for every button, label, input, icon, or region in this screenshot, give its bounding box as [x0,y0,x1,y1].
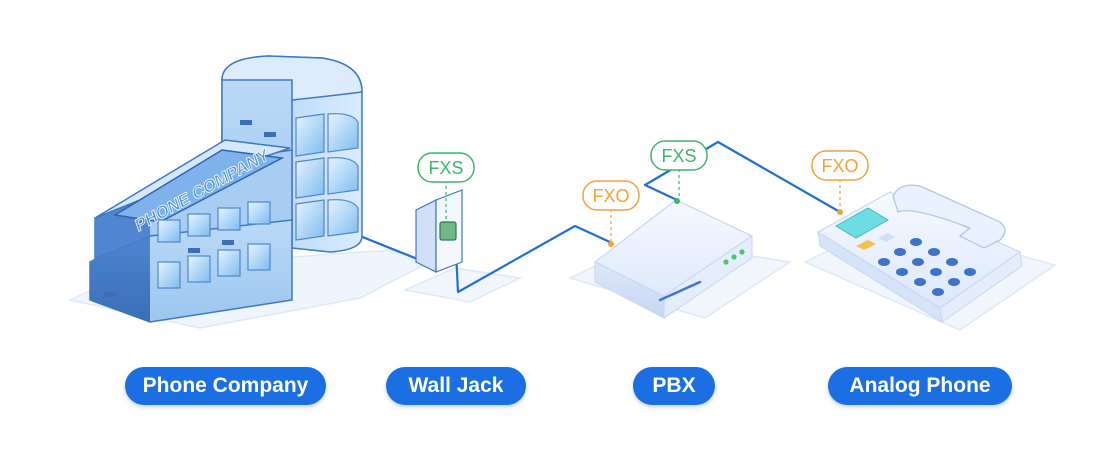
phone-screen [835,207,889,239]
fxo-tag-phone-label: FXO [821,156,858,176]
pbx-slot [658,280,702,302]
wall-plate-side [415,199,437,273]
phone-handset [892,184,1006,249]
pbx-device [593,198,754,319]
pbx-right [663,235,753,319]
building-windows [157,201,271,289]
pbx-label: PBX [633,367,715,405]
phone-company-label: Phone Company [125,367,326,405]
tower-windows [295,113,359,241]
fxs-tag-walljack: FXS [417,152,475,222]
walljack-ground-plate [402,267,523,303]
wall-jack-label: Wall Jack [386,367,526,405]
fxo-tag-pbx-label: FXO [592,186,629,206]
phone-keypad [878,238,976,296]
fxo-tag-pbx: FXO [582,180,640,242]
building-vents [104,240,234,297]
fxs-tag-pbx-label: FXS [661,146,696,166]
wall-jack-socket [439,221,457,241]
wall-jack [415,189,463,273]
phone-mini-key [878,233,896,242]
phone-yellow-key [856,240,876,250]
fxs-tag-pbx: FXS [650,140,708,199]
building-sign-board [112,149,285,223]
tower-vents [240,120,276,137]
pbx-out-dot [674,198,680,204]
analog-phone [816,184,1023,323]
fxo-tag-phone: FXO [811,150,869,210]
building-lower-side [90,230,150,322]
fxs-tag-walljack-label: FXS [428,158,463,178]
phone-base-right [939,251,1023,323]
phone-port-dot [837,209,843,215]
pbx-leds [723,249,745,265]
analog-phone-label: Analog Phone [828,367,1012,405]
pbx-in-dot [608,241,614,247]
